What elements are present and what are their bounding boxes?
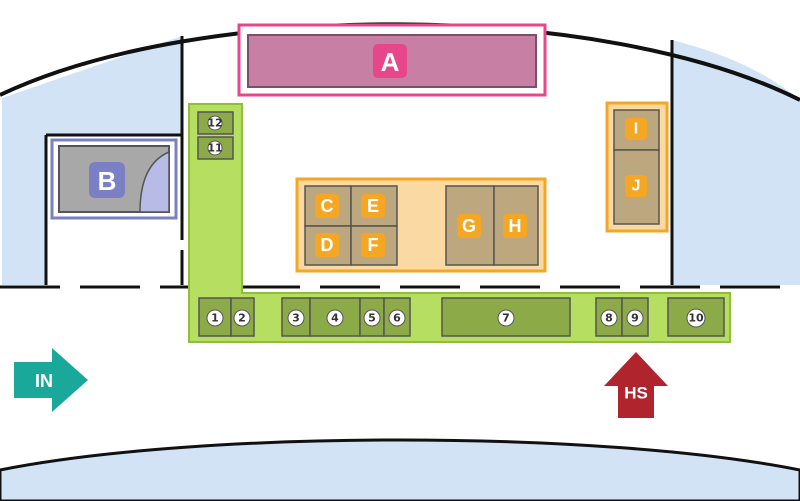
booth-5-label: 5: [368, 312, 376, 325]
wall-room-b: [44, 133, 182, 285]
booth-9-label: 9: [631, 312, 639, 325]
water-left: [2, 36, 182, 285]
zone-i-label: I: [634, 121, 638, 138]
entrance-arrow: [14, 348, 88, 412]
booth-4-label: 4: [331, 312, 339, 325]
zone-e-label: E: [367, 196, 379, 216]
booth-11-label: 11: [207, 142, 222, 155]
zone-h-label: H: [509, 216, 522, 236]
zone-f-label: F: [368, 235, 379, 255]
zone-a-badge: [373, 44, 407, 78]
hs-label: HS: [624, 384, 648, 403]
lower-booth-row: 1 2 3 4 5 6 7 8 9 10: [198, 297, 725, 337]
booth-3-label: 3: [292, 312, 300, 325]
hs-arrow: [604, 352, 668, 418]
zone-g-label: G: [462, 216, 476, 236]
booth-12-label: 12: [207, 117, 222, 130]
water-right: [672, 40, 800, 285]
zone-a-label: A: [381, 47, 400, 77]
booth-4[interactable]: [309, 297, 361, 337]
zone-j-label: J: [632, 178, 641, 195]
zone-c-label: C: [321, 196, 334, 216]
booth-1[interactable]: [198, 297, 232, 337]
zone-b-label: B: [98, 166, 117, 196]
booth-1-label: 1: [211, 312, 219, 325]
bottom-shore-line: [0, 438, 800, 501]
zone-b-badge: [89, 162, 125, 198]
entrance-label: IN: [35, 371, 53, 391]
booth-7-label: 7: [502, 312, 510, 325]
zone-d-label: D: [321, 235, 334, 255]
zone-d-booth[interactable]: [304, 225, 352, 266]
outside-top: [0, 0, 800, 100]
booth-10-label: 10: [688, 312, 704, 325]
booth-2-label: 2: [238, 312, 246, 325]
booth-8-label: 8: [605, 312, 613, 325]
booth-6-label: 6: [393, 312, 401, 325]
zone-b-curve: [139, 150, 170, 213]
water-bottom: [0, 440, 800, 501]
